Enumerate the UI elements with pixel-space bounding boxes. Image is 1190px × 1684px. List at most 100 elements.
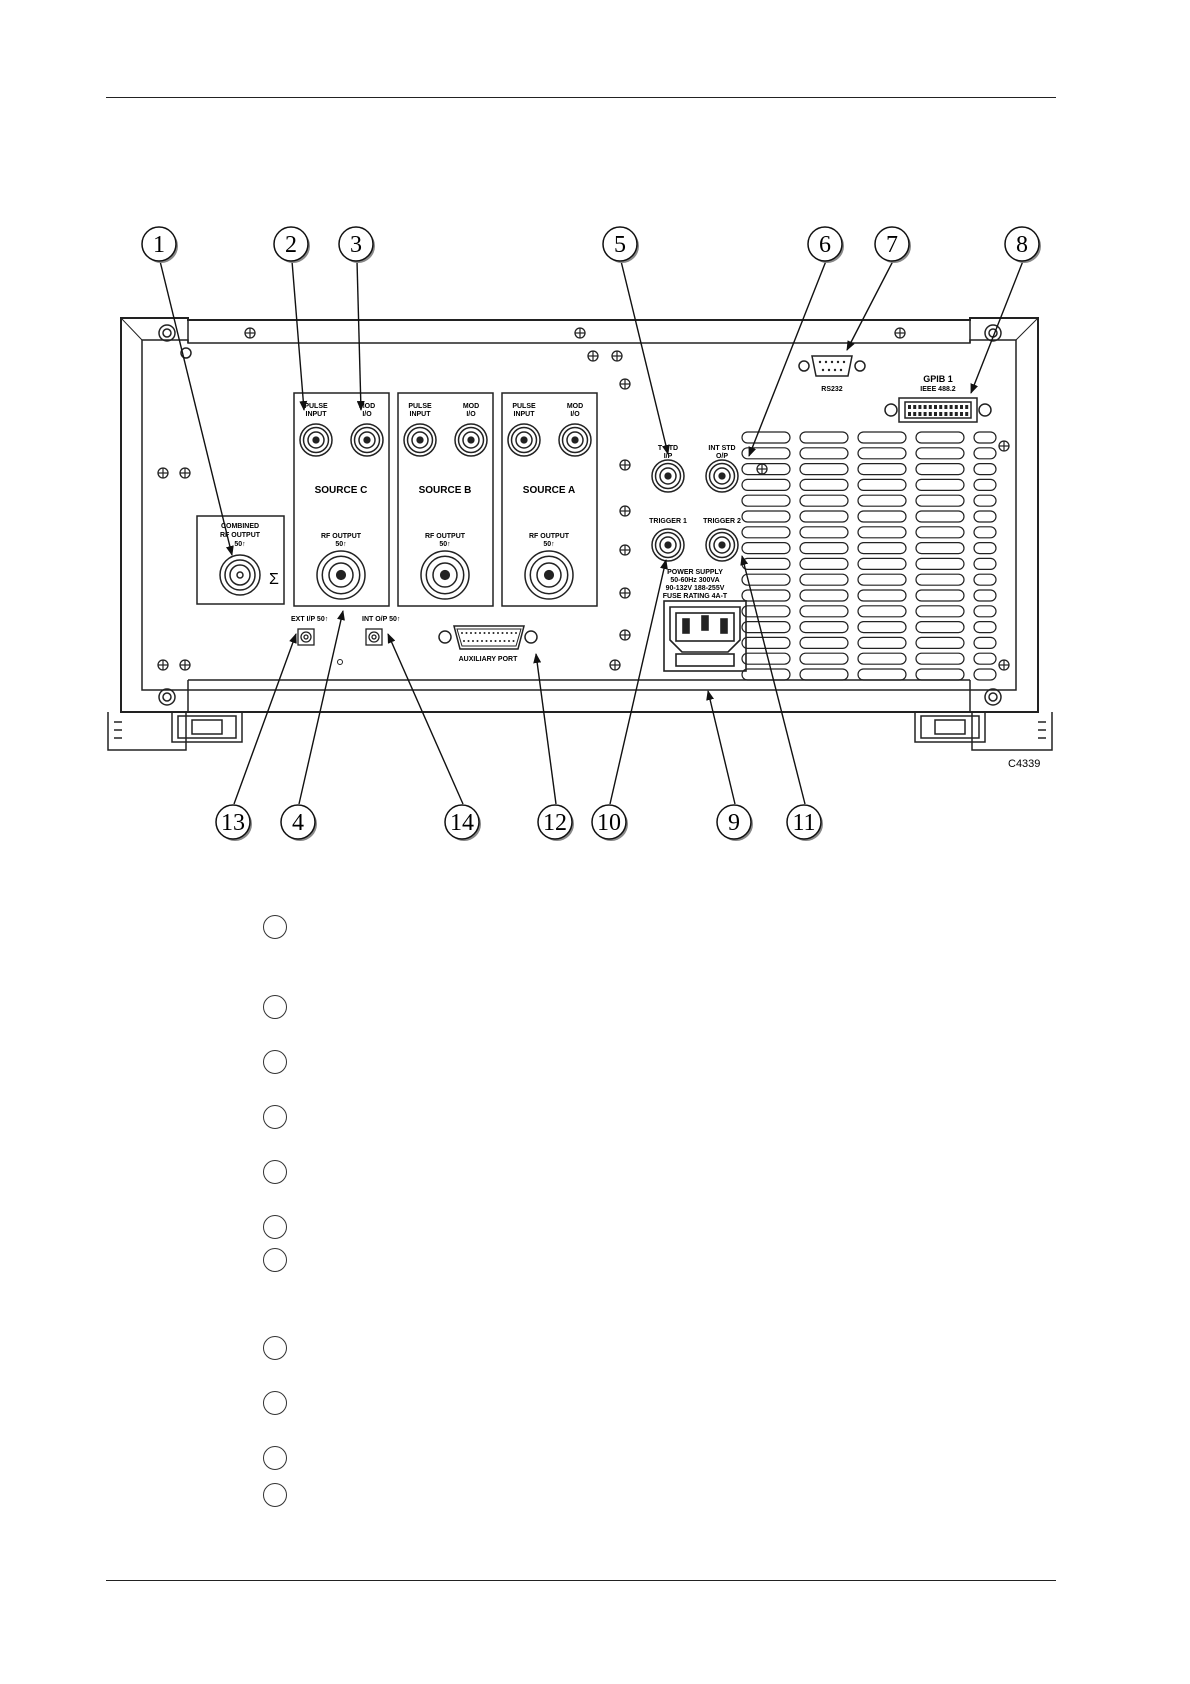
trigger1-label: TRIGGER 1 [649, 518, 687, 525]
leader-line-9 [706, 690, 736, 805]
leader-line-5 [620, 260, 670, 455]
leader-line-2 [291, 260, 308, 411]
callout-14: 14 [444, 804, 481, 841]
rf-output-connector[interactable] [524, 550, 574, 600]
rs232-connector[interactable] [798, 355, 866, 377]
screw [609, 659, 621, 671]
description-item-marker [263, 1391, 287, 1415]
source-title: SOURCE A [523, 485, 575, 496]
top-rule [106, 97, 1056, 98]
mod-label-1: MOD [359, 403, 375, 410]
screw [619, 629, 631, 641]
power-inlet[interactable] [663, 600, 747, 672]
callout-11: 11 [786, 804, 823, 841]
pulse-label-1: PULSE [512, 403, 536, 410]
rf-output-label-2: 50↑ [439, 541, 450, 548]
combined-rf-output-panel: COMBINED RF OUTPUT 50↑ Σ [196, 515, 285, 605]
chassis-foot-right [914, 711, 1053, 751]
leader-line-14 [387, 633, 464, 805]
callout-6: 6 [807, 226, 844, 263]
panel-screws [157, 327, 1010, 671]
trigger2-connector[interactable] [705, 528, 739, 562]
callout-number: 13 [221, 810, 245, 836]
pulse-input-connector[interactable] [507, 423, 541, 457]
screw [587, 350, 599, 362]
sigma-symbol: Σ [269, 571, 279, 588]
callout-number: 12 [543, 810, 567, 836]
combined-rf-output-connector[interactable] [219, 554, 261, 596]
pulse-input-connector[interactable] [299, 423, 333, 457]
callout-2: 2 [273, 226, 310, 263]
int-std-op-connector[interactable] [705, 459, 739, 493]
mod-io-connector[interactable] [454, 423, 488, 457]
screw [756, 463, 768, 475]
pulse-input-connector[interactable] [403, 423, 437, 457]
callout-number: 14 [450, 810, 474, 836]
leader-line-8 [970, 260, 1024, 394]
figure-code: C4339 [1008, 758, 1040, 770]
gpib-label-2: IEEE 488.2 [920, 386, 956, 393]
callout-3: 3 [338, 226, 375, 263]
rf-output-connector[interactable] [420, 550, 470, 600]
screw [157, 467, 169, 479]
ventilation-grille [741, 431, 997, 681]
ext-ip-connector[interactable] [297, 628, 315, 646]
combined-label-1: COMBINED [221, 523, 259, 530]
pulse-label-1: PULSE [408, 403, 432, 410]
mod-label-1: MOD [567, 403, 583, 410]
callout-number: 3 [350, 232, 362, 258]
power-supply-label-2: 50-60Hz 300VA [670, 577, 719, 584]
description-item-marker [263, 1050, 287, 1074]
callout-9: 9 [716, 804, 753, 841]
t-std-ip-connector[interactable] [651, 459, 685, 493]
callout-1: 1 [141, 226, 178, 263]
callout-number: 6 [819, 232, 831, 258]
pulse-label-2: INPUT [306, 411, 328, 418]
callout-number: 1 [153, 232, 165, 258]
ext-ip-label: EXT I/P 50↑ [291, 616, 328, 623]
screw [574, 327, 586, 339]
callout-8: 8 [1004, 226, 1041, 263]
int-op-connector[interactable] [365, 628, 383, 646]
leader-line-6 [748, 260, 827, 457]
auxiliary-port-connector[interactable] [438, 625, 538, 650]
description-item-marker [263, 1160, 287, 1184]
screw [619, 459, 631, 471]
mod-io-connector[interactable] [350, 423, 384, 457]
callout-5: 5 [602, 226, 639, 263]
mod-label-2: I/O [570, 411, 580, 418]
description-item-marker [263, 1105, 287, 1129]
small-hole [337, 659, 343, 665]
callout-number: 8 [1016, 232, 1028, 258]
rs232-label: RS232 [821, 386, 843, 393]
power-supply-label-3: 90-132V 188-255V [666, 585, 725, 592]
leader-line-13 [233, 633, 297, 805]
rf-output-connector[interactable] [316, 550, 366, 600]
screw [619, 505, 631, 517]
t-std-label-2: I/P [664, 453, 673, 460]
callout-4: 4 [280, 804, 317, 841]
callout-number: 2 [285, 232, 297, 258]
callout-12: 12 [537, 804, 574, 841]
description-item-marker [263, 915, 287, 939]
callout-number: 11 [792, 810, 815, 836]
callout-13: 13 [215, 804, 252, 841]
callout-number: 9 [728, 810, 740, 836]
gpib-connector[interactable] [884, 397, 992, 423]
screw [894, 327, 906, 339]
screw [619, 587, 631, 599]
trigger1-connector[interactable] [651, 528, 685, 562]
source-title: SOURCE C [315, 485, 368, 496]
source-title: SOURCE B [419, 485, 472, 496]
screw [157, 659, 169, 671]
leader-line-10 [609, 559, 668, 805]
int-std-label-1: INT STD [708, 445, 735, 452]
mod-io-connector[interactable] [558, 423, 592, 457]
screw [179, 659, 191, 671]
callout-number: 7 [886, 232, 898, 258]
description-item-marker [263, 1248, 287, 1272]
gpib-label-1: GPIB 1 [923, 374, 953, 384]
